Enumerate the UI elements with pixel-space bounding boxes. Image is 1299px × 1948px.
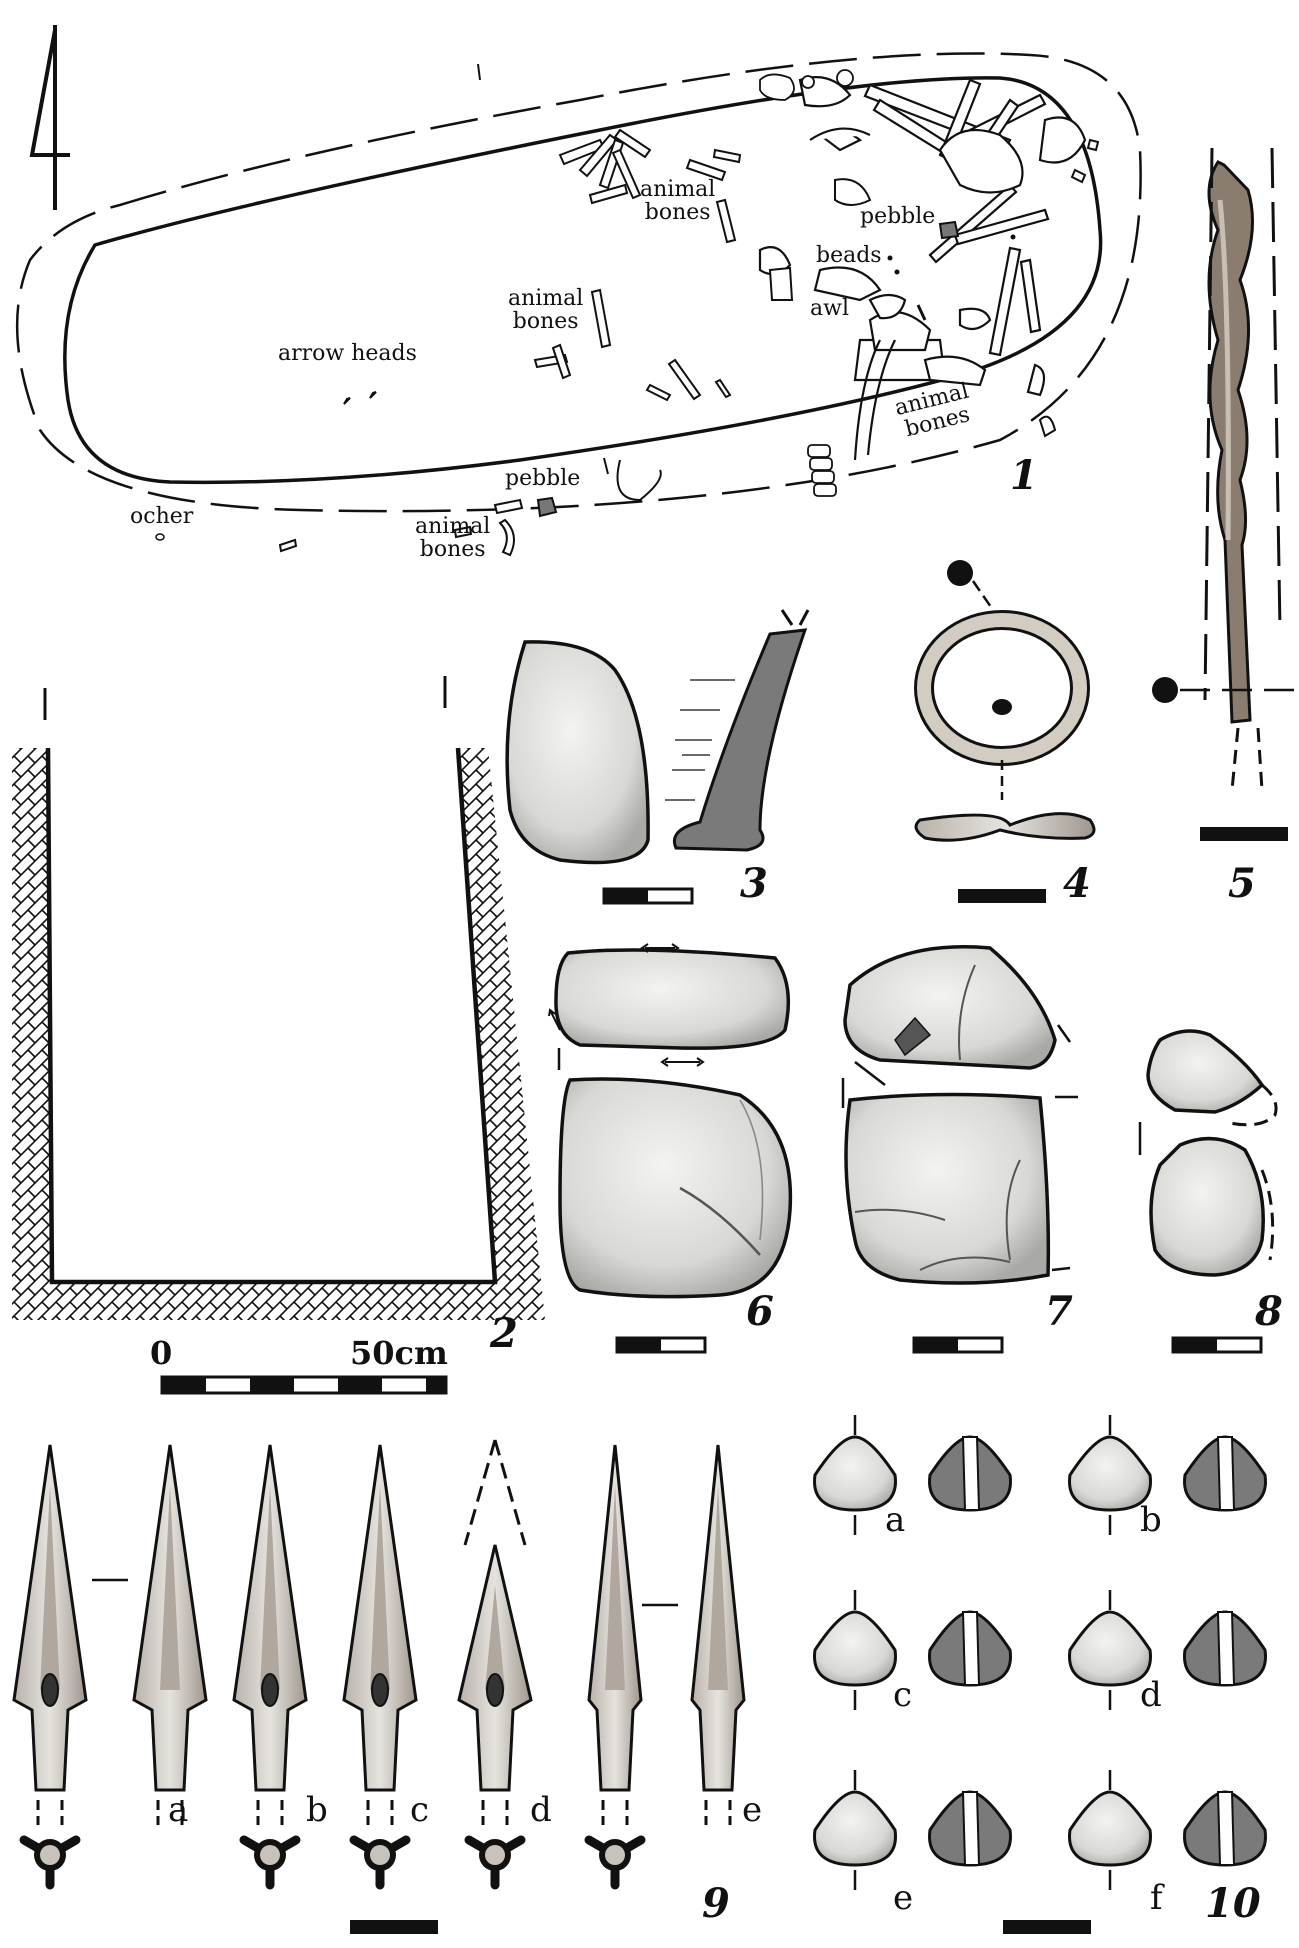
grave-plan [15,25,1142,557]
label-ocher: ocher [130,504,194,529]
figure-number-1: 1 [1010,452,1038,499]
scale-label-fifty: 50cm [350,1334,448,1372]
arrowhead-letter-d: d [530,1790,552,1830]
scale-bar-50cm [160,1375,448,1395]
pebble-find [938,220,960,240]
label-animal-bones-1: animal bones [640,177,716,226]
arrowheads-group [12,1439,746,1890]
label-pebble-2: pebble [860,204,936,229]
stone-tool-6 [548,943,793,1299]
bead-letter-f: f [1150,1878,1163,1918]
vertebrae [807,444,837,497]
label-awl: awl [810,296,849,321]
bead-drawing [813,1770,1012,1890]
beads-finds [887,234,1016,275]
north-arrow-icon [29,25,70,210]
figure-number-8: 8 [1255,1288,1283,1335]
arrowhead-drawing [12,1444,88,1890]
skeleton-bones [758,76,1087,461]
stone-tool-7 [841,945,1078,1285]
beads-group [813,1415,1267,1890]
label-pebble-1: pebble [505,466,581,491]
label-animal-bones-4: animal bones [415,514,491,563]
scale-bar-fig10 [1003,1920,1091,1934]
scale-bar-fig9 [350,1920,438,1934]
arrowhead-letter-a: a [168,1790,189,1830]
figure-number-6: 6 [746,1288,774,1335]
scale-bar-fig3 [602,887,694,905]
scale-label-zero: 0 [150,1334,173,1372]
bronze-awl [1152,147,1295,791]
profile-hatched-fill [12,748,545,1320]
bead-letter-c: c [893,1675,913,1715]
pebble-find [536,496,558,518]
grave-profile [12,676,545,1320]
arrowhead-drawing [232,1444,308,1890]
arrowhead-drawing [457,1439,533,1890]
label-arrow-heads: arrow heads [278,341,417,366]
skull-fragments [759,69,854,101]
scale-bar-fig7 [912,1336,1004,1354]
bead-letter-a: a [885,1500,906,1540]
pebble-8 [1138,1029,1278,1277]
pottery-sherd [505,609,810,865]
arrow-heads-finds [343,391,377,405]
grave-outline [63,76,1103,485]
bead-letter-b: b [1140,1500,1162,1540]
scale-bar-fig8 [1171,1336,1263,1354]
arrowhead-drawing [584,1444,646,1890]
figure-number-5: 5 [1228,860,1256,907]
awl-find [916,304,927,321]
bead-drawing [1068,1770,1267,1890]
arrowhead-drawing [690,1444,746,1825]
arrowhead-letter-e: e [742,1790,763,1830]
bronze-ring [914,560,1096,842]
scale-bar-fig5 [1200,827,1288,841]
label-beads: beads [816,243,882,268]
bead-letter-d: d [1140,1675,1162,1715]
bead-drawing [1068,1415,1267,1535]
profile-wall [45,747,498,1285]
figure-number-3: 3 [740,860,768,907]
figure-number-7: 7 [1045,1288,1073,1335]
animal-bone-fragments [278,128,1100,557]
bead-drawing [813,1590,1012,1710]
label-animal-bones-2: animal bones [508,286,584,335]
scale-bar-fig6 [615,1336,707,1354]
figure-number-9: 9 [702,1880,730,1927]
ocher-find [155,533,165,541]
arrowhead-letter-b: b [306,1790,328,1830]
arrowhead-letter-c: c [410,1790,430,1830]
figure-number-4: 4 [1063,860,1091,907]
scale-bar-fig4 [958,889,1046,903]
pit-outline-dashed [15,52,1142,513]
bead-letter-e: e [893,1878,914,1918]
figure-number-10: 10 [1205,1880,1261,1927]
figure-number-2: 2 [490,1310,518,1357]
arrowhead-drawing [132,1444,208,1825]
arrowhead-drawing [342,1444,418,1890]
bead-drawing [813,1415,1012,1535]
bead-drawing [1068,1590,1267,1710]
